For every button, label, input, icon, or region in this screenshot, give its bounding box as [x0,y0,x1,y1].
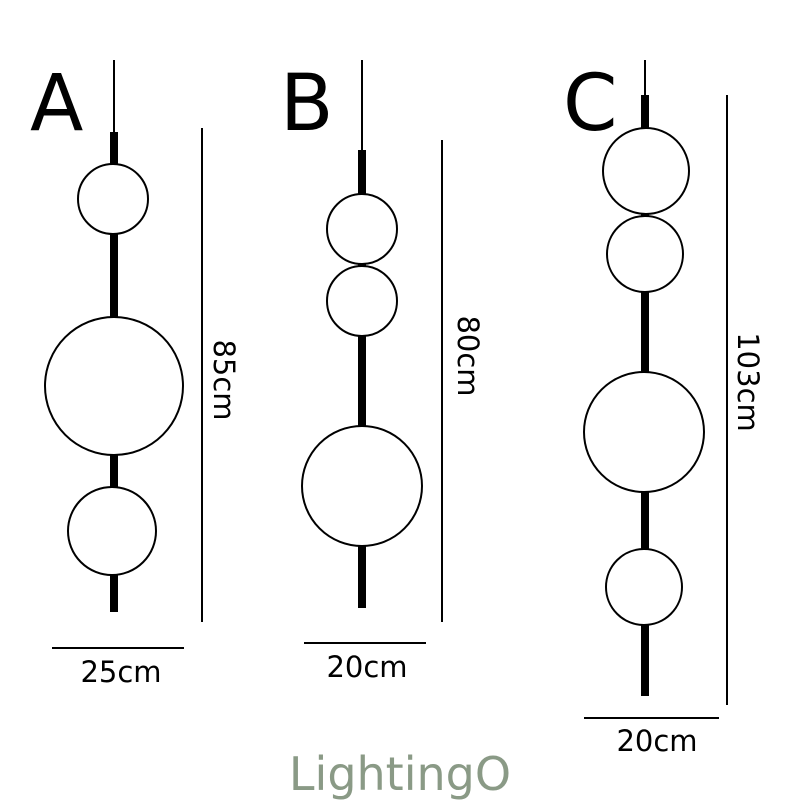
lamp-c-height-label: 103cm [731,332,765,432]
lamp-b-globe-second [326,265,398,337]
lamp-c-globe-top [602,127,690,215]
lamp-a-globe-bottom [67,486,157,576]
lamp-b-globe-bottom [301,425,423,547]
lamp-b-globe-top [326,193,398,265]
lamp-b-label: B [280,59,334,149]
lamp-a-globe-top [77,163,149,235]
lamp-c-globe-bottom [605,548,683,626]
lamp-c-label: C [563,59,617,149]
lamp-a-label: A [30,59,83,149]
lamp-a-globe-middle [44,316,184,456]
lamp-c-width-label: 20cm [616,724,697,758]
lamp-c-globe-second [606,215,684,293]
brand-logo: LightingO [289,747,511,800]
lamp-c-globe-third [583,371,705,493]
lamp-a-width-label: 25cm [80,655,161,689]
lamp-b-width-label: 20cm [326,650,407,684]
lamp-a-height-label: 85cm [207,339,241,420]
lamp-a: A 85cm 25cm [30,59,241,689]
lamp-b: B 80cm 20cm [280,59,485,684]
lamp-c: C 103cm 20cm [563,59,765,758]
lamp-b-height-label: 80cm [451,315,485,396]
